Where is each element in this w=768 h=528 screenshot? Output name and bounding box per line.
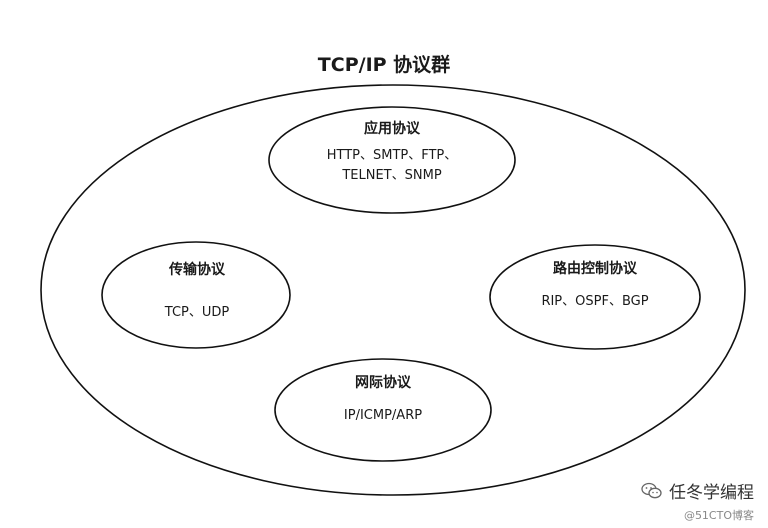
diagram-title: TCP/IP 协议群: [317, 54, 451, 76]
watermark: 任冬学编程 @51CTO博客: [641, 478, 754, 523]
transport-detail: TCP、UDP: [164, 305, 230, 320]
routing-detail: RIP、OSPF、BGP: [541, 294, 649, 309]
network-group: 网际协议 IP/ICMP/ARP: [285, 372, 481, 426]
application-group: 应用协议 HTTP、SMTP、FTP、 TELNET、SNMP: [272, 118, 512, 186]
outer-ellipse: [40, 84, 746, 496]
application-line2: TELNET、SNMP: [342, 168, 442, 183]
routing-group: 路由控制协议 RIP、OSPF、BGP: [500, 258, 690, 312]
application-name: 应用协议: [364, 121, 420, 137]
watermark-sub: @51CTO博客: [683, 508, 754, 522]
wechat-icon: [641, 482, 663, 505]
transport-ellipse: [101, 241, 291, 349]
network-name: 网际协议: [355, 375, 411, 391]
network-detail: IP/ICMP/ARP: [343, 408, 423, 423]
application-line1: HTTP、SMTP、FTP、: [326, 148, 458, 163]
transport-group: 传输协议 TCP、UDP: [112, 259, 282, 323]
transport-name: 传输协议: [169, 262, 225, 278]
network-ellipse: [274, 358, 492, 462]
watermark-main: 任冬学编程: [669, 483, 754, 503]
application-ellipse: [268, 106, 516, 214]
routing-ellipse: [489, 244, 701, 350]
routing-name: 路由控制协议: [553, 261, 637, 277]
